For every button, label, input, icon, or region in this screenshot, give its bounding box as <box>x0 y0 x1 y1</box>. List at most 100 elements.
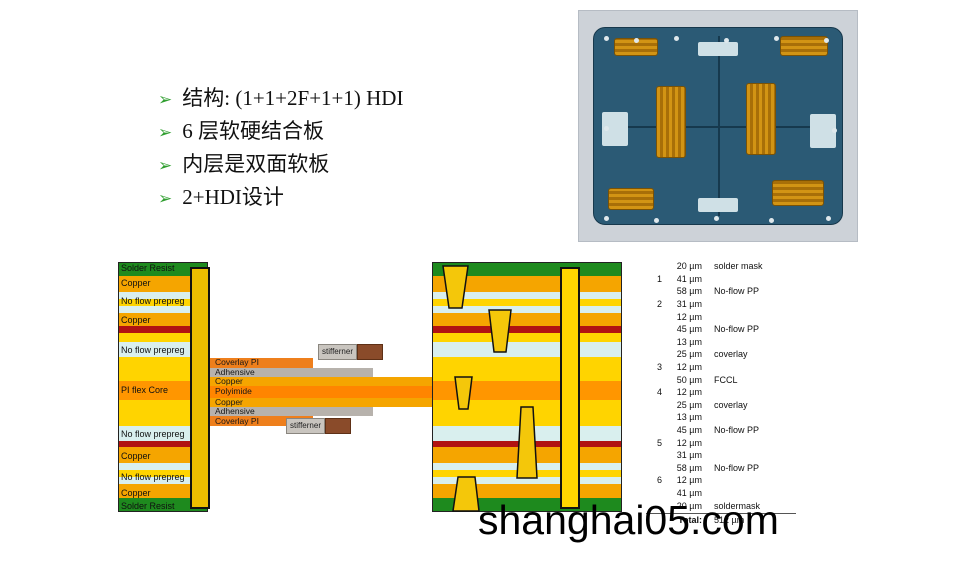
bullet-text: 内层是双面软板 <box>182 152 330 176</box>
thickness-row: 25 µm coverlay <box>646 348 896 361</box>
thickness-value: 41 µm <box>676 487 702 498</box>
layer-band-yellow <box>433 333 621 343</box>
thickness-value: 45 µm <box>676 324 702 335</box>
thickness-value: 50 µm <box>676 374 702 385</box>
layer-label: No flow prepreg <box>121 429 185 439</box>
thickness-row: 31 µm <box>646 449 896 462</box>
layer-label: Copper <box>121 488 151 498</box>
layer-band-copper <box>119 312 207 327</box>
thickness-row: 20 µm soldermask <box>646 499 896 512</box>
layer-band-pale <box>433 291 621 299</box>
layer-number: 4 <box>656 387 662 398</box>
layer-band-red <box>433 326 621 334</box>
thickness-value: 12 µm <box>676 437 702 448</box>
layer-name: solder mask <box>714 261 763 272</box>
layer-band-pale <box>119 463 207 471</box>
layer-band-copper <box>433 484 621 499</box>
thickness-row: 2 31 µm <box>646 298 896 311</box>
thickness-value: 13 µm <box>676 412 702 423</box>
thickness-row: 13 µm <box>646 411 896 424</box>
pcb-gold-flex <box>746 83 776 155</box>
flex-layer-polyimide <box>208 386 432 398</box>
layer-band-copper <box>119 275 207 292</box>
layer-band-flex <box>119 381 207 400</box>
flex-layer-copper-top <box>208 377 432 386</box>
layer-band-yellow <box>433 357 621 382</box>
total-label: Total: <box>678 515 702 526</box>
bullet-arrow-icon: ➢ <box>158 156 173 176</box>
pcb-drill-hole <box>604 36 609 41</box>
layer-band-yellow <box>433 399 621 426</box>
flex-layer-adhesive-bottom <box>208 407 373 416</box>
thickness-row: 45 µm No-flow PP <box>646 424 896 437</box>
flex-layer-coverlay-top <box>208 358 313 368</box>
layer-name: No-flow PP <box>714 286 760 297</box>
thickness-value: 13 µm <box>676 336 702 347</box>
layer-band-yellow <box>433 470 621 478</box>
flex-layer-label: Copper <box>215 376 243 386</box>
stiffener-label: stifferner <box>318 344 357 360</box>
thickness-row: 3 12 µm <box>646 361 896 374</box>
thickness-row: 50 µm FCCL <box>646 373 896 386</box>
flex-layer-label: Adhensive <box>215 406 255 416</box>
bullet-arrow-icon: ➢ <box>158 123 173 143</box>
layer-band-yellow <box>119 298 207 306</box>
thickness-row: 25 µm coverlay <box>646 399 896 412</box>
thickness-row: 41 µm <box>646 487 896 500</box>
layer-band-yellow <box>119 333 207 343</box>
bullet-arrow-icon: ➢ <box>158 189 173 209</box>
thickness-row: 4 12 µm <box>646 386 896 399</box>
layer-band-pale <box>433 305 621 313</box>
layer-band-pale <box>119 425 207 441</box>
flex-layer-label: Adhensive <box>215 367 255 377</box>
rigid-stack-left <box>118 262 208 512</box>
flex-layer-label: Copper <box>215 397 243 407</box>
layer-label: Copper <box>121 278 151 288</box>
thickness-row: 58 µm No-flow PP <box>646 462 896 475</box>
stiffener-block <box>356 344 383 360</box>
thickness-value: 58 µm <box>676 462 702 473</box>
thickness-row: 13 µm <box>646 336 896 349</box>
pcb-pad <box>602 112 628 146</box>
rigid-stack-right <box>432 262 622 512</box>
pcb-gold-flex <box>656 86 686 158</box>
bullet-item: ➢ 2+HDI设计 <box>158 181 403 214</box>
flex-section: Coverlay PI Adhensive Copper Polyimide C… <box>208 262 432 512</box>
pcb-pad <box>698 198 738 212</box>
layer-number: 2 <box>656 299 662 310</box>
stackup-diagram: Solder Resist Copper No flow prepreg Cop… <box>118 258 920 525</box>
bullet-item: ➢ 结构: (1+1+2F+1+1) HDI <box>158 82 403 115</box>
layer-band-copper <box>433 275 621 292</box>
thickness-value: 12 µm <box>676 362 702 373</box>
thickness-value: 12 µm <box>676 475 702 486</box>
layer-label: Solder Resist <box>121 501 175 511</box>
layer-label: No flow prepreg <box>121 296 185 306</box>
layer-band-copper <box>119 447 207 464</box>
layer-band-red <box>119 326 207 334</box>
stiffener-top: stifferner <box>318 344 383 360</box>
total-row: Total: 512 µm <box>646 512 796 527</box>
thickness-table: 20 µm solder mask 1 41 µm 58 µm No-flow … <box>646 260 896 527</box>
thickness-row: 1 41 µm <box>646 273 896 286</box>
watermark: shanghai05.com <box>478 497 779 543</box>
flex-layer-copper-bottom <box>208 398 432 407</box>
layer-band-pale <box>433 477 621 485</box>
layer-label: PI flex Core <box>121 385 169 395</box>
thickness-row: 20 µm solder mask <box>646 260 896 273</box>
flex-layer-label: Polyimide <box>215 386 252 396</box>
pcb-photo <box>578 10 858 242</box>
stiffener-block <box>324 418 351 434</box>
layer-name: No-flow PP <box>714 425 760 436</box>
thickness-row: 58 µm No-flow PP <box>646 285 896 298</box>
thickness-value: 12 µm <box>676 387 702 398</box>
thickness-value: 20 µm <box>676 500 702 511</box>
flex-layer-coverlay-bottom <box>208 416 313 426</box>
flex-layer-label: Coverlay PI <box>215 357 259 367</box>
pcb-pad <box>810 114 836 148</box>
thickness-value: 20 µm <box>676 261 702 272</box>
thickness-value: 31 µm <box>676 450 702 461</box>
bullet-item: ➢ 内层是双面软板 <box>158 148 403 181</box>
thickness-row: 12 µm <box>646 310 896 323</box>
pcb-center-line-horizontal <box>603 126 833 128</box>
